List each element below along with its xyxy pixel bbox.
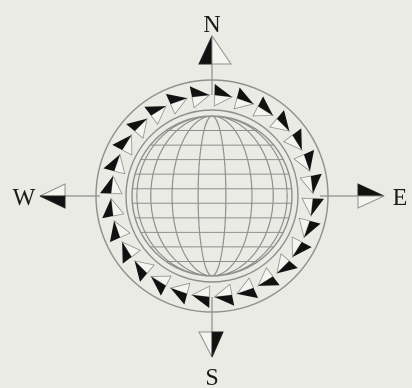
south-label: S [205,365,218,388]
east-label: E [393,185,408,211]
north-label: N [203,12,220,38]
ring-triangle-pale [214,284,232,297]
axis-lines [60,60,360,335]
globe-meridian [172,116,252,276]
outer-ring [96,80,328,312]
globe-icon [132,116,292,276]
west-label: W [13,185,36,211]
globe-meridian [172,116,252,276]
globe-meridian [137,116,287,276]
ring-triangle-dark [192,295,210,308]
west-pointer [40,184,65,208]
ring-triangle-dark [214,84,232,97]
globe-meridian [151,116,274,276]
ring-triangle-pale [192,95,210,108]
ring-triangle-dark [100,176,113,194]
ring-triangle-pale [111,198,124,216]
ring-triangles [100,84,324,308]
globe-meridian [137,116,287,276]
globe-meridian [151,116,274,276]
ring-triangle-dark [311,198,324,216]
south-pointer [199,332,223,357]
ring-triangle-pale [300,176,313,194]
east-pointer [358,184,384,208]
globe-meridian [198,116,226,276]
north-pointer [199,36,231,64]
